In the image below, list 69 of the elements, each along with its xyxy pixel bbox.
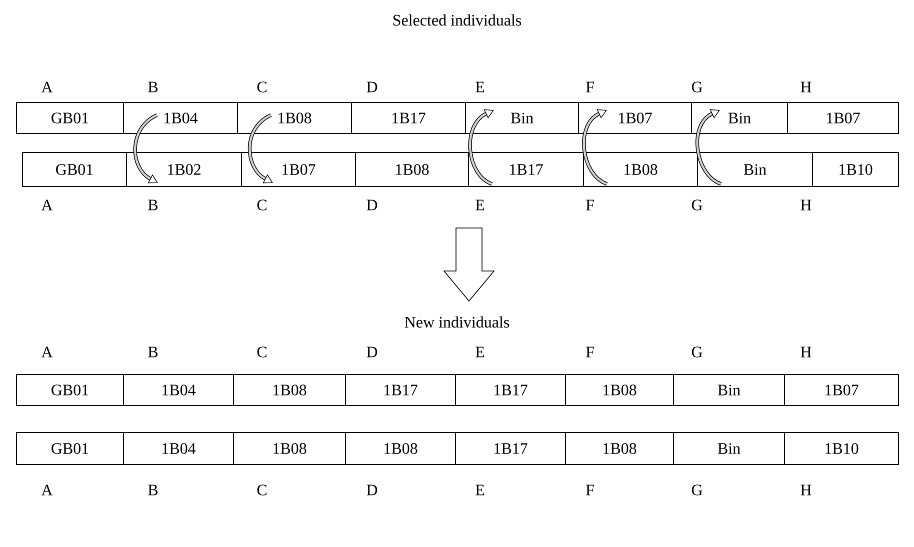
column-letter: F <box>586 346 594 358</box>
column-letter: D <box>366 346 378 358</box>
gene-cell: 1B10 <box>812 152 899 187</box>
gene-cell: Bin <box>673 374 785 406</box>
gene-cell: 1B04 <box>123 102 238 134</box>
gene-cell: GB01 <box>16 374 124 406</box>
column-letter: H <box>800 346 812 358</box>
gene-cell: 1B04 <box>123 432 234 465</box>
gene-cell: 1B08 <box>237 102 352 134</box>
column-letter: B <box>148 82 158 92</box>
column-letter: D <box>366 484 378 496</box>
column-letter: E <box>476 346 484 358</box>
column-letter: C <box>257 200 266 210</box>
gene-cell: 1B04 <box>123 374 234 406</box>
curved-arrow <box>248 113 273 184</box>
gene-cell: GB01 <box>16 432 124 465</box>
column-letter: E <box>476 484 484 496</box>
column-letter: H <box>800 484 812 496</box>
column-letter: C <box>257 82 266 92</box>
gene-cell: 1B07 <box>784 374 899 406</box>
gene-cell: 1B07 <box>578 102 692 134</box>
gene-cell: 1B08 <box>233 374 346 406</box>
gene-cell: 1B17 <box>455 374 566 406</box>
gene-cell: 1B10 <box>784 432 899 465</box>
column-letter: G <box>692 346 702 358</box>
curved-arrow <box>468 109 494 186</box>
gene-cell: 1B08 <box>565 432 674 465</box>
column-letter: E <box>476 200 484 210</box>
gene-cell: 1B17 <box>345 374 456 406</box>
gene-cell: Bin <box>465 102 579 134</box>
curved-arrow <box>582 109 608 186</box>
column-letter: E <box>476 82 484 92</box>
heading: Selected individuals <box>393 14 522 26</box>
column-letter: D <box>366 82 378 92</box>
column-letter: D <box>366 200 378 210</box>
gene-cell: Bin <box>691 102 788 134</box>
column-letter: B <box>148 346 158 358</box>
gene-cell: 1B17 <box>351 102 466 134</box>
gene-cell: 1B08 <box>583 152 698 187</box>
column-letter: B <box>148 484 158 496</box>
column-letter: A <box>41 484 53 496</box>
gene-cell: 1B17 <box>468 152 584 187</box>
gene-cell: Bin <box>697 152 813 187</box>
column-letter: H <box>800 82 812 92</box>
gene-cell: 1B17 <box>455 432 566 465</box>
gene-cell: 1B02 <box>126 152 242 187</box>
column-letter: C <box>257 346 266 358</box>
column-letter: F <box>586 200 594 210</box>
column-letter: C <box>257 484 266 496</box>
gene-cell: 1B07 <box>241 152 356 187</box>
gene-cell: 1B07 <box>787 102 899 134</box>
gene-cell: GB01 <box>22 152 127 187</box>
gene-cell: 1B08 <box>345 432 456 465</box>
gene-cell: Bin <box>673 432 785 465</box>
gene-cell: 1B08 <box>355 152 469 187</box>
column-letter: G <box>692 200 702 210</box>
curved-arrow <box>133 113 158 184</box>
curved-arrow <box>696 109 722 186</box>
column-letter: B <box>148 200 158 210</box>
column-letter: G <box>692 82 702 92</box>
column-letter: F <box>586 82 594 92</box>
gene-cell: 1B08 <box>233 432 346 465</box>
column-letter: A <box>41 346 53 358</box>
column-letter: G <box>692 484 702 496</box>
section-heading: New individuals <box>404 316 510 328</box>
gene-cell: 1B08 <box>565 374 674 406</box>
column-letter: H <box>800 200 812 210</box>
column-letter: F <box>586 484 594 496</box>
gene-cell: GB01 <box>16 102 124 134</box>
